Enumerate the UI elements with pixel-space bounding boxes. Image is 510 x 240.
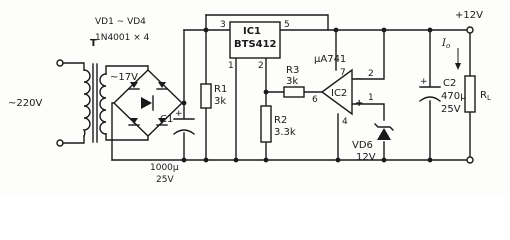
diode-vd4 [156, 118, 168, 126]
bridge-dc-positive [181, 29, 185, 104]
ic1-body [229, 21, 281, 59]
output-terminal-bottom [466, 156, 474, 164]
r1-ref-label: R1 [214, 84, 227, 95]
c1-voltage-label: 25V [156, 175, 174, 185]
wire-frame-top [205, 14, 329, 31]
junction-dot [381, 157, 387, 163]
wiring [111, 14, 471, 161]
input-terminal-bottom [56, 139, 64, 147]
resistor-r1: R1 3k [200, 83, 227, 109]
diode-vd2 [128, 82, 140, 90]
transformer-t: T ~17V [82, 38, 149, 143]
junction-dot [427, 157, 433, 163]
secondary-winding [99, 73, 107, 135]
load-rl: RL [464, 75, 491, 113]
vd6-value-label: 12V [356, 152, 376, 163]
output-voltage-label: +12V [455, 10, 483, 21]
capacitor-c2: + C2 470µ 25V [419, 77, 467, 115]
transformer-label: T [90, 38, 97, 49]
opamp-ic2: µA741 IC2 − + 7 2 6 1 4 [312, 54, 374, 127]
output-terminals: +12V Io [441, 10, 483, 164]
c1-plus-sign: + [175, 109, 183, 119]
input-lead-top [62, 62, 85, 71]
secondary-voltage-label: ~17V [110, 72, 138, 83]
r1-value-label: 3k [214, 96, 226, 107]
wire-opamp-pin2 [351, 29, 385, 80]
primary-winding [82, 69, 91, 137]
ic2-plus-sign: + [355, 98, 363, 109]
ic1-pin3-label: 3 [220, 20, 226, 30]
ic2-pin6-label: 6 [312, 95, 318, 105]
vd6-ref-label: VD6 [352, 140, 373, 151]
diode-vd1 [156, 82, 168, 90]
load-current-label: Io [441, 38, 450, 50]
junction-dot [263, 157, 269, 163]
ic1-pin2-label: 2 [258, 61, 264, 71]
r3-value-label: 3k [286, 76, 298, 87]
r3-ref-label: R3 [286, 65, 299, 76]
r2-ref-label: R2 [274, 115, 287, 126]
input-terminal-top [56, 59, 64, 67]
c2-voltage-label: 25V [441, 104, 461, 115]
secondary-lead-top [105, 65, 149, 75]
ic1-part-label: BTS412 [234, 39, 277, 50]
junction-dot [181, 157, 187, 163]
junction-dot [427, 27, 433, 33]
input-lead-bottom [62, 135, 85, 144]
junction-dot [181, 100, 187, 106]
ac-input: ~220V [8, 59, 85, 147]
secondary-lead-bottom [105, 133, 149, 141]
zener-vd6: VD6 12V [352, 123, 394, 163]
bridge-ref-label: VD1 ~ VD4 [95, 17, 146, 27]
load-current-arrowhead [455, 63, 461, 70]
resistor-r3: R3 3k [283, 65, 305, 98]
bridge-rectifier: VD1 ~ VD4 1N4001 × 4 [95, 17, 185, 161]
junctions [181, 27, 433, 163]
c2-plus-sign: + [420, 77, 428, 87]
opamp-body [320, 68, 353, 116]
output-terminal-top [466, 26, 474, 34]
capacitor-c1: + C1 1000µ 25V [150, 109, 195, 185]
ic2-ref-label: IC2 [331, 88, 347, 99]
r2-value-label: 3.3k [274, 127, 296, 138]
diode-vd3 [128, 118, 140, 126]
ic1-pin1-label: 1 [228, 61, 234, 71]
ic1-ref-label: IC1 [243, 26, 261, 37]
junction-dot [263, 89, 269, 95]
ic2-pin1-label: 1 [368, 93, 374, 103]
junction-dot [233, 157, 239, 163]
bridge-diamond [112, 69, 184, 137]
junction-dot [335, 157, 341, 163]
junction-dot [381, 27, 387, 33]
wire-opamp-pin1 [351, 103, 385, 121]
ic2-pin2-label: 2 [368, 69, 374, 79]
bridge-part-label: 1N4001 × 4 [95, 33, 150, 43]
opamp-part-label: µA741 [314, 54, 346, 65]
bridge-center-diode [141, 97, 152, 109]
ic1-pin5-label: 5 [284, 20, 290, 30]
source-voltage-label: ~220V [8, 98, 42, 109]
c1-ref-label: C1 [160, 114, 173, 125]
ic2-pin4-label: 4 [342, 117, 348, 127]
circuit-schematic: ~220V T ~17V VD1 ~ VD4 1N4001 × 4 [8, 10, 491, 185]
load-ref-label: RL [480, 90, 491, 102]
ic1-bts412: IC1 BTS412 3 5 1 2 [220, 20, 290, 71]
ic2-pin7-label: 7 [340, 68, 346, 78]
c2-ref-label: C2 [443, 78, 456, 89]
resistor-r2: R2 3.3k [260, 105, 296, 143]
junction-dot [203, 27, 209, 33]
ic2-minus-sign: − [355, 74, 363, 85]
junction-dot [203, 157, 209, 163]
bridge-dc-negative [111, 102, 115, 161]
junction-dot [333, 27, 339, 33]
c2-value-label: 470µ [441, 91, 467, 102]
c1-value-label: 1000µ [150, 163, 179, 173]
